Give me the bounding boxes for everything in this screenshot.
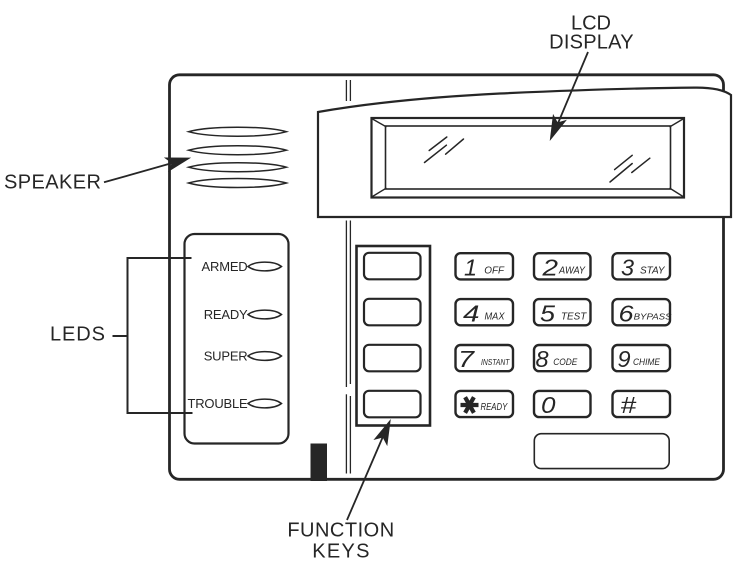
svg-text:BYPASS: BYPASS — [634, 311, 672, 321]
svg-text:6: 6 — [619, 300, 635, 326]
svg-text:9: 9 — [618, 346, 631, 372]
svg-text:2: 2 — [541, 254, 558, 280]
svg-text:3: 3 — [621, 254, 634, 280]
svg-text:CODE: CODE — [553, 357, 578, 367]
svg-text:LCD: LCD — [571, 13, 611, 35]
svg-text:4: 4 — [463, 300, 480, 326]
svg-text:CHIME: CHIME — [633, 357, 660, 367]
svg-text:OFF: OFF — [484, 265, 505, 276]
svg-text:READY: READY — [204, 307, 248, 322]
svg-text:LEDS: LEDS — [50, 324, 106, 346]
svg-text:FUNCTION: FUNCTION — [287, 520, 394, 542]
svg-text:INSTANT: INSTANT — [481, 358, 510, 367]
svg-text:AWAY: AWAY — [558, 265, 586, 276]
svg-text:TROUBLE: TROUBLE — [187, 396, 248, 411]
svg-text:KEYS: KEYS — [312, 541, 371, 563]
svg-text:#: # — [621, 392, 638, 418]
svg-text:STAY: STAY — [640, 265, 666, 276]
svg-text:8: 8 — [536, 346, 549, 372]
svg-text:1: 1 — [464, 254, 477, 280]
svg-text:0: 0 — [541, 392, 556, 418]
svg-text:DISPLAY: DISPLAY — [549, 32, 634, 54]
svg-text:SPEAKER: SPEAKER — [4, 172, 101, 194]
svg-text:TEST: TEST — [561, 311, 587, 322]
svg-text:ARMED: ARMED — [202, 259, 248, 274]
svg-text:SUPER: SUPER — [204, 349, 248, 364]
svg-text:7: 7 — [458, 346, 475, 372]
svg-text:5: 5 — [540, 300, 556, 326]
svg-text:MAX: MAX — [485, 311, 506, 322]
svg-text:READY: READY — [481, 401, 509, 413]
